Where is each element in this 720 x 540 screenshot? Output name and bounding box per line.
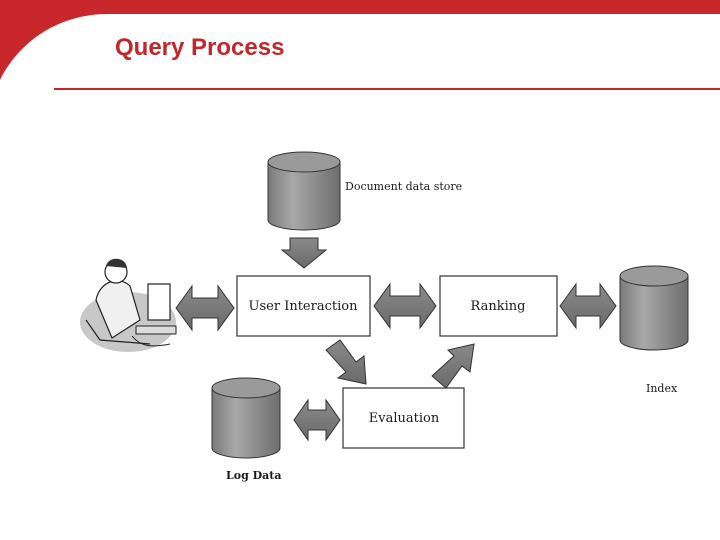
arrow-logdata-evaluation-double xyxy=(293,398,341,442)
slide-title: Query Process xyxy=(115,34,285,61)
ranking-label: Ranking xyxy=(471,299,526,314)
user-interaction-box xyxy=(236,275,371,337)
index-label: Index xyxy=(646,382,678,395)
document-store-cylinder xyxy=(267,151,341,231)
arrow-interaction-ranking-double xyxy=(373,282,437,330)
user-interaction-label: User Interaction xyxy=(249,299,359,314)
index-cylinder xyxy=(619,265,689,351)
header-swoosh xyxy=(0,0,720,80)
arrow-interaction-to-evaluation xyxy=(325,339,367,385)
evaluation-label: Evaluation xyxy=(369,411,440,426)
ranking-box xyxy=(439,275,558,337)
log-data-label: Log Data xyxy=(226,469,281,482)
log-data-cylinder xyxy=(211,377,281,459)
arrow-store-to-interaction xyxy=(280,237,328,269)
arrow-evaluation-to-ranking xyxy=(431,343,475,389)
user-at-computer-icon xyxy=(80,258,177,352)
arrow-user-interaction-double xyxy=(175,284,235,332)
title-divider xyxy=(54,88,720,90)
arrow-ranking-index-double xyxy=(559,282,617,330)
document-data-store-label: Document data store xyxy=(345,180,462,193)
evaluation-box xyxy=(342,387,465,449)
